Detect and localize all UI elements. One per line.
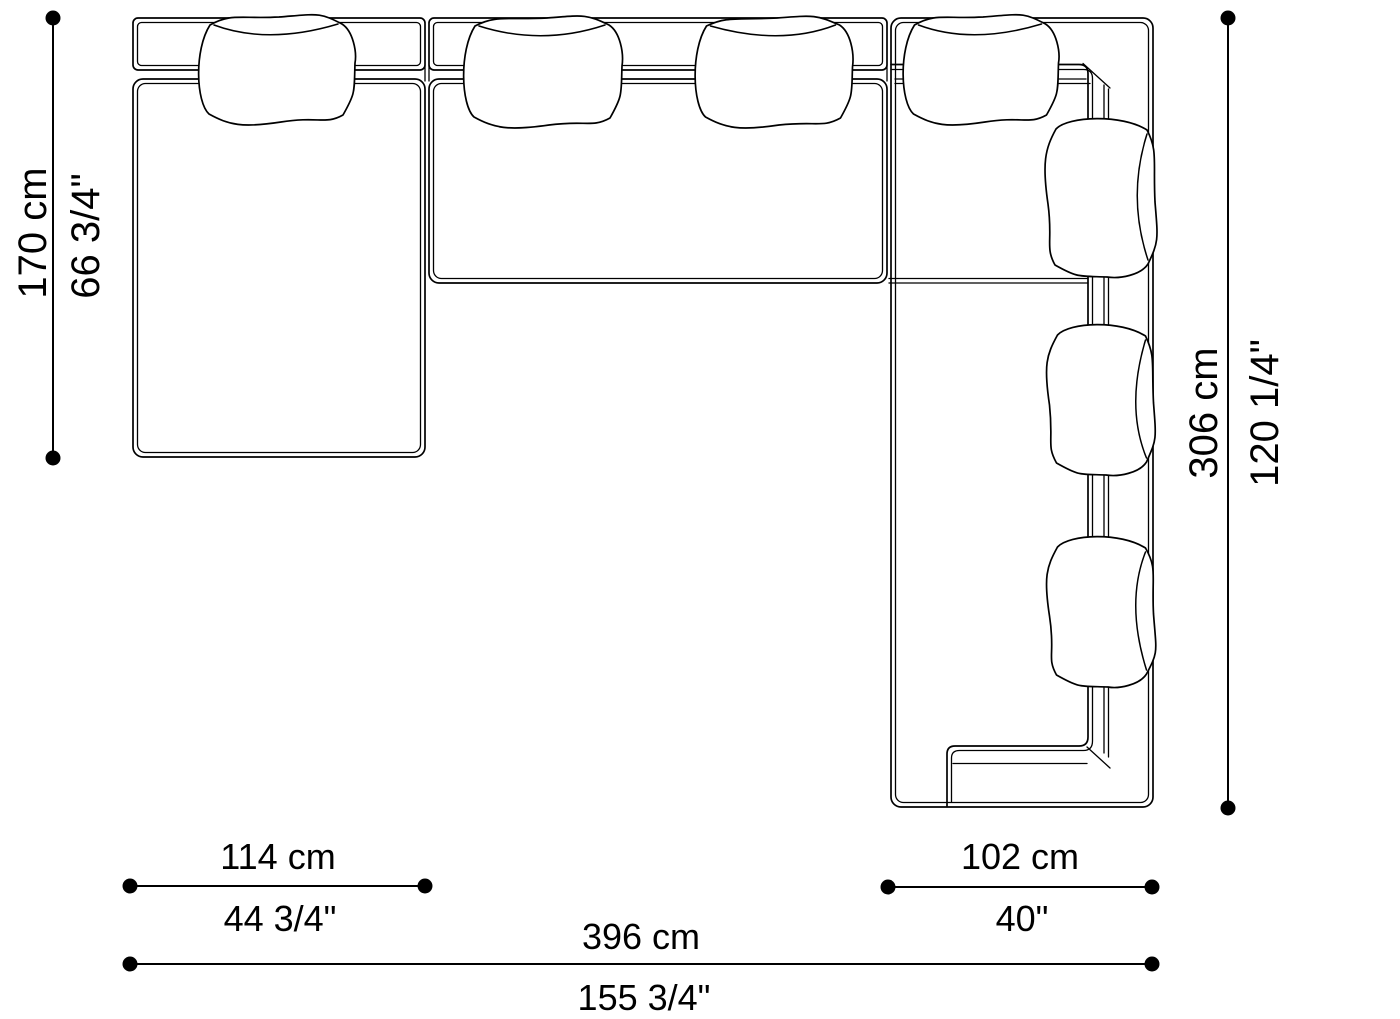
dimension-endpoint-dot	[122, 956, 138, 972]
dimension-label-cm: 102 cm	[961, 836, 1079, 877]
dimension-label-inches: 44 3/4"	[224, 898, 337, 939]
dimension-endpoint-dot	[1144, 879, 1160, 895]
center-module-outline	[428, 78, 888, 284]
corner-mitre-bottom	[1086, 746, 1111, 769]
dimension-label-cm: 396 cm	[582, 916, 700, 957]
dimension-chaise-depth: 170 cm 66 3/4"	[11, 10, 108, 466]
center-module-inner	[432, 82, 884, 280]
corner-mitre-top	[1082, 62, 1111, 89]
dimension-label-cm: 170 cm	[11, 167, 55, 298]
pillow	[197, 13, 357, 126]
dimension-endpoint-dot	[417, 878, 433, 894]
back-band-center-inner	[432, 21, 884, 67]
chaise-module-inner	[136, 82, 422, 454]
dimension-right-arm-length: 306 cm 120 1/4"	[1182, 10, 1287, 816]
pillows	[197, 13, 1158, 689]
dimension-endpoint-dot	[45, 10, 61, 26]
pillow-seam	[1135, 339, 1148, 459]
pillow-seam	[709, 24, 837, 37]
dimension-label-cm: 114 cm	[220, 836, 335, 877]
dimension-label-inches: 120 1/4"	[1243, 339, 1287, 487]
pillow-seam	[917, 23, 1043, 36]
pillow	[1045, 535, 1157, 689]
pillow-seam	[1136, 133, 1149, 261]
dimension-overall-width: 396 cm 155 3/4"	[122, 916, 1160, 1018]
chaise-module-outline	[132, 78, 426, 458]
dimension-label-inches: 155 3/4"	[578, 977, 711, 1018]
module-divider-connectors	[424, 65, 888, 82]
dimension-label-inches: 66 3/4"	[64, 173, 108, 298]
pillow-seam	[213, 23, 339, 36]
pillow	[1045, 323, 1157, 477]
dimension-endpoint-dot	[1220, 10, 1236, 26]
dimension-label-cm: 306 cm	[1182, 347, 1226, 478]
dimension-endpoint-dot	[45, 450, 61, 466]
dimension-endpoint-dot	[122, 878, 138, 894]
pillow-seam	[1135, 551, 1148, 671]
sofa-outline	[132, 17, 1154, 808]
dimension-endpoint-dot	[1220, 800, 1236, 816]
back-band-center-outline	[428, 17, 888, 71]
dimension-endpoint-dot	[880, 879, 896, 895]
pillow	[902, 13, 1060, 126]
pillow	[1044, 117, 1158, 279]
dimension-chaise-width: 114 cm 44 3/4"	[122, 836, 433, 939]
dimension-terminal-width: 102 cm 40"	[880, 836, 1160, 939]
pillow	[694, 15, 854, 129]
dimension-label-inches: 40"	[996, 898, 1049, 939]
backrest-edge-inner-line	[890, 68, 1094, 803]
pillow-seam	[478, 24, 606, 37]
dimension-endpoint-dot	[1144, 956, 1160, 972]
pillow	[462, 15, 624, 129]
